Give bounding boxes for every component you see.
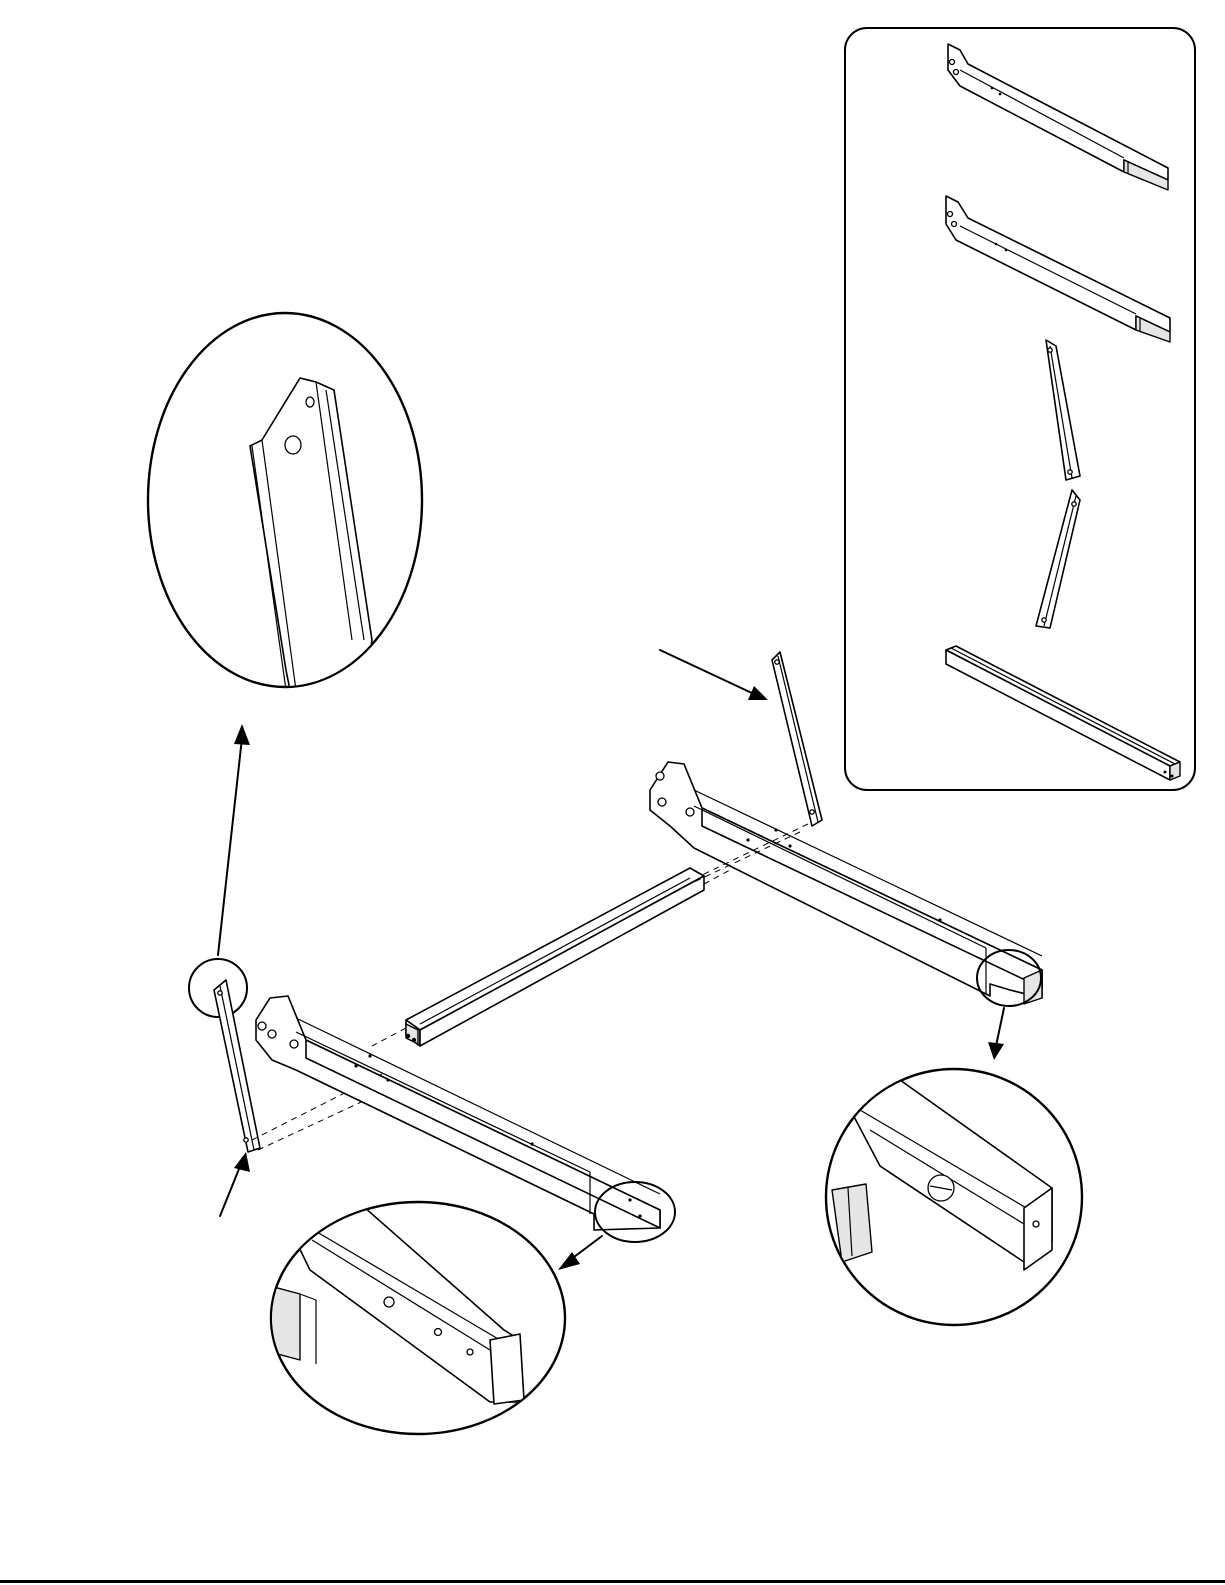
part-side-rail-with-extension — [946, 196, 1170, 342]
front-rail-end-detail — [270, 1200, 565, 1434]
arrow-to-left-brace — [220, 1152, 250, 1216]
rear-rail-end-detail — [826, 1069, 1082, 1325]
parts-panel — [845, 28, 1195, 790]
arrow-to-front-rail-detail — [558, 1236, 602, 1270]
front-side-rail — [256, 996, 660, 1230]
middle-cross-bar — [406, 868, 704, 1046]
part-angled-brace-right — [1036, 490, 1080, 628]
part-angled-brace-left — [1046, 340, 1080, 480]
arrow-to-brace-detail — [218, 724, 250, 955]
parts-panel-frame — [845, 28, 1195, 790]
page-bottom-rule — [0, 1580, 1225, 1583]
arrow-to-rear-rail-detail — [988, 1008, 1004, 1060]
part-cross-bar — [946, 646, 1180, 780]
left-angled-brace — [214, 980, 260, 1152]
rear-side-rail — [650, 762, 1042, 1004]
part-side-rail-long — [948, 44, 1168, 190]
brace-top-end-detail — [148, 313, 422, 690]
arrow-to-rear-brace — [660, 650, 768, 700]
rear-angled-brace — [772, 652, 822, 826]
